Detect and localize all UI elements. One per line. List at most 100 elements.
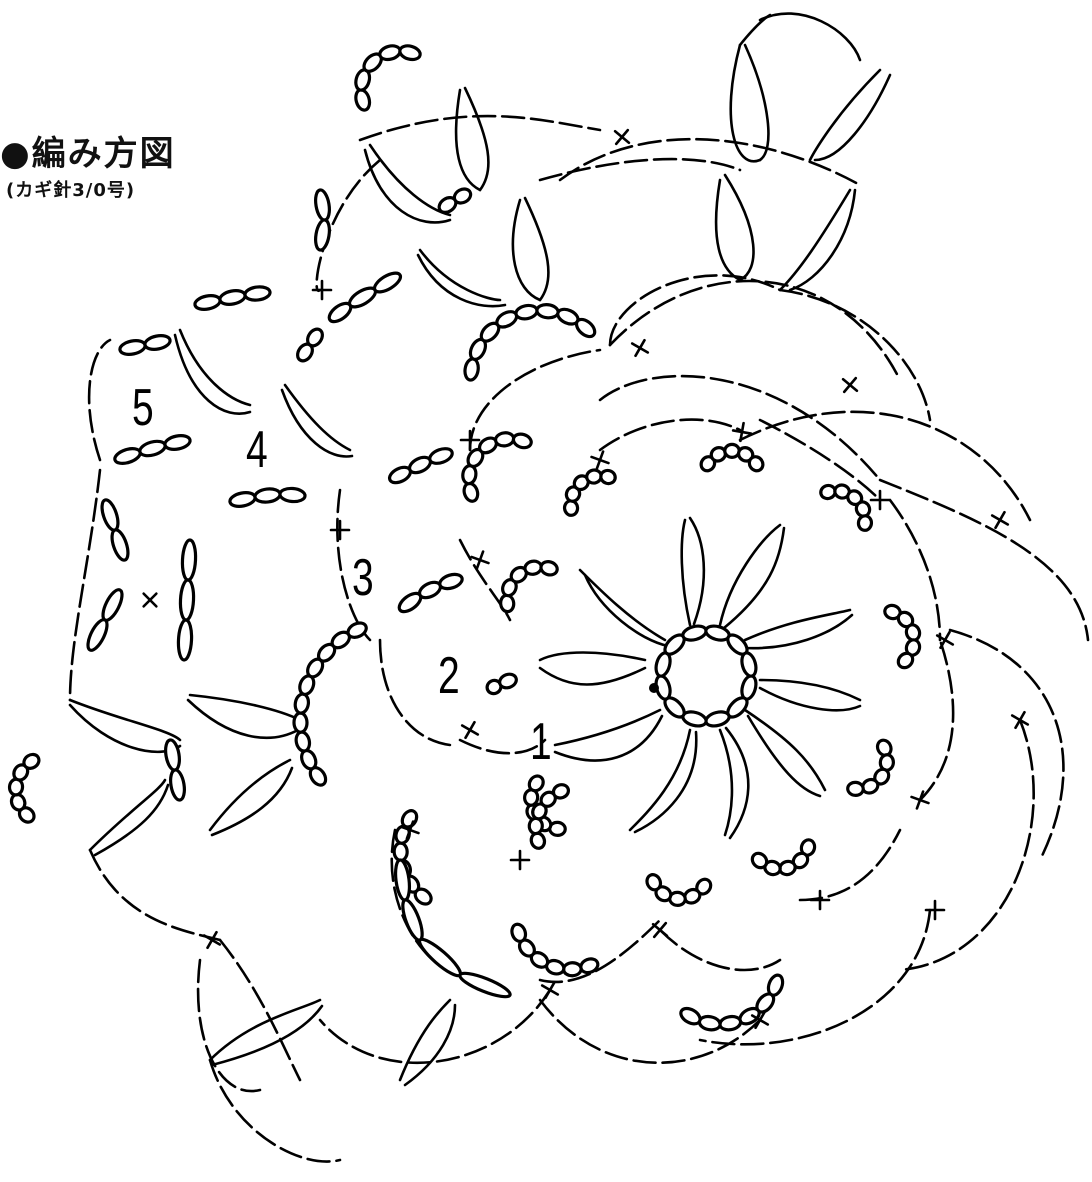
chain-stitch <box>243 285 272 302</box>
chain-stitch <box>527 816 544 836</box>
chain-stitch <box>438 572 464 591</box>
row2-chain <box>527 783 571 850</box>
row1-spokes <box>538 516 862 840</box>
single-crochet-cross <box>460 720 480 740</box>
chain-stitch <box>856 514 874 532</box>
row1-petal-chain <box>523 774 567 837</box>
row4-chain <box>327 271 403 324</box>
row5-chain <box>100 498 130 562</box>
chain-stitch <box>372 271 403 294</box>
chain-stitch <box>750 851 769 870</box>
row5-chain <box>193 285 272 311</box>
chain-stitch <box>498 672 518 690</box>
chain-stitches <box>7 44 922 1032</box>
chain-stitch <box>645 873 663 892</box>
row1-petal-chain <box>699 442 765 473</box>
row1-petal-chain <box>562 468 617 517</box>
chain-stitch <box>493 431 516 448</box>
single-crochet-cross <box>202 930 222 950</box>
chain-stitch <box>551 783 571 800</box>
row4-chain <box>164 738 186 802</box>
chain-stitch <box>314 218 331 252</box>
chain-stitch <box>681 624 708 642</box>
chain-stitch <box>740 651 758 678</box>
chain-stitch <box>292 711 309 734</box>
chain-stitch <box>527 774 545 793</box>
row3-chain <box>292 621 368 787</box>
chain-stitch <box>354 88 372 112</box>
chain-stitch <box>514 303 539 321</box>
chain-stitch <box>574 317 597 339</box>
chain-stitch <box>180 538 198 582</box>
upper-leaf-fans <box>714 12 892 292</box>
single-crochet-cross <box>841 376 859 394</box>
chain-stitch <box>293 692 311 715</box>
chain-stitch <box>143 334 172 351</box>
chain-stitch <box>723 442 741 459</box>
chain-stitch <box>110 528 130 562</box>
chain-stitch <box>452 187 473 205</box>
chain-stitch <box>118 339 147 356</box>
row2-chain <box>485 672 518 696</box>
chain-stitch <box>458 971 512 999</box>
top-left-leaf-fans <box>173 86 550 458</box>
chain-stitch <box>718 1014 743 1032</box>
row-label-2: 2 <box>438 647 460 705</box>
chain-stitch <box>294 730 312 753</box>
chain-stitch <box>499 593 516 614</box>
single-crochet-cross <box>809 889 831 911</box>
center-ring-chain <box>654 624 758 728</box>
single-crochet-cross <box>630 338 650 358</box>
chain-stitch <box>539 560 559 577</box>
chain-stitch <box>113 447 142 465</box>
chain-stitch <box>599 468 617 486</box>
chain-stitch <box>138 439 167 458</box>
row3-chain <box>397 572 464 614</box>
row5-chain <box>314 188 331 252</box>
left-petal-arcs <box>68 114 742 1163</box>
chain-stitch <box>218 289 247 306</box>
single-crochet-cross <box>651 921 669 939</box>
single-crochet-cross <box>311 279 333 301</box>
row3-chain <box>463 303 597 382</box>
chain-stitch <box>22 752 41 770</box>
row2-chain <box>461 431 533 503</box>
chain-stitch <box>306 327 324 348</box>
single-crochet-cross <box>459 429 481 451</box>
outer-petal-arcs <box>318 137 1090 1065</box>
chain-stitch <box>417 937 463 978</box>
chain-stitch <box>463 357 480 382</box>
chain-stitch <box>398 44 422 62</box>
row5-chain <box>118 334 172 356</box>
chain-stitch <box>378 44 402 62</box>
chain-stitch <box>101 588 124 622</box>
chain-stitch <box>86 618 109 652</box>
single-crochet-cross <box>750 1010 770 1030</box>
row5-chain <box>437 187 473 214</box>
chain-stitch <box>510 922 528 943</box>
single-crochet-marks <box>142 128 1030 1030</box>
row2-chain <box>499 559 559 614</box>
row1-petal-chain <box>819 483 874 532</box>
chain-stitch <box>747 455 765 473</box>
chain-stitch <box>704 710 731 728</box>
row-label-4: 4 <box>246 421 268 479</box>
chain-stitch <box>846 780 865 797</box>
row5-chain <box>86 588 124 652</box>
row-label-5: 5 <box>132 379 154 437</box>
chain-stitch <box>228 491 257 508</box>
single-crochet-cross <box>924 899 946 921</box>
single-crochet-cross <box>400 820 420 840</box>
chain-stitch <box>428 447 454 465</box>
row3-arches <box>336 348 955 984</box>
row1-petal-chain <box>750 838 817 877</box>
chain-stitch <box>178 578 196 622</box>
chain-stitch <box>392 841 409 863</box>
single-crochet-cross <box>509 849 531 871</box>
chart-hook-size: (カギ針3/0号) <box>6 180 136 201</box>
single-crochet-cross <box>613 128 631 146</box>
row2-chain <box>679 973 785 1032</box>
single-crochet-cross <box>990 510 1010 530</box>
